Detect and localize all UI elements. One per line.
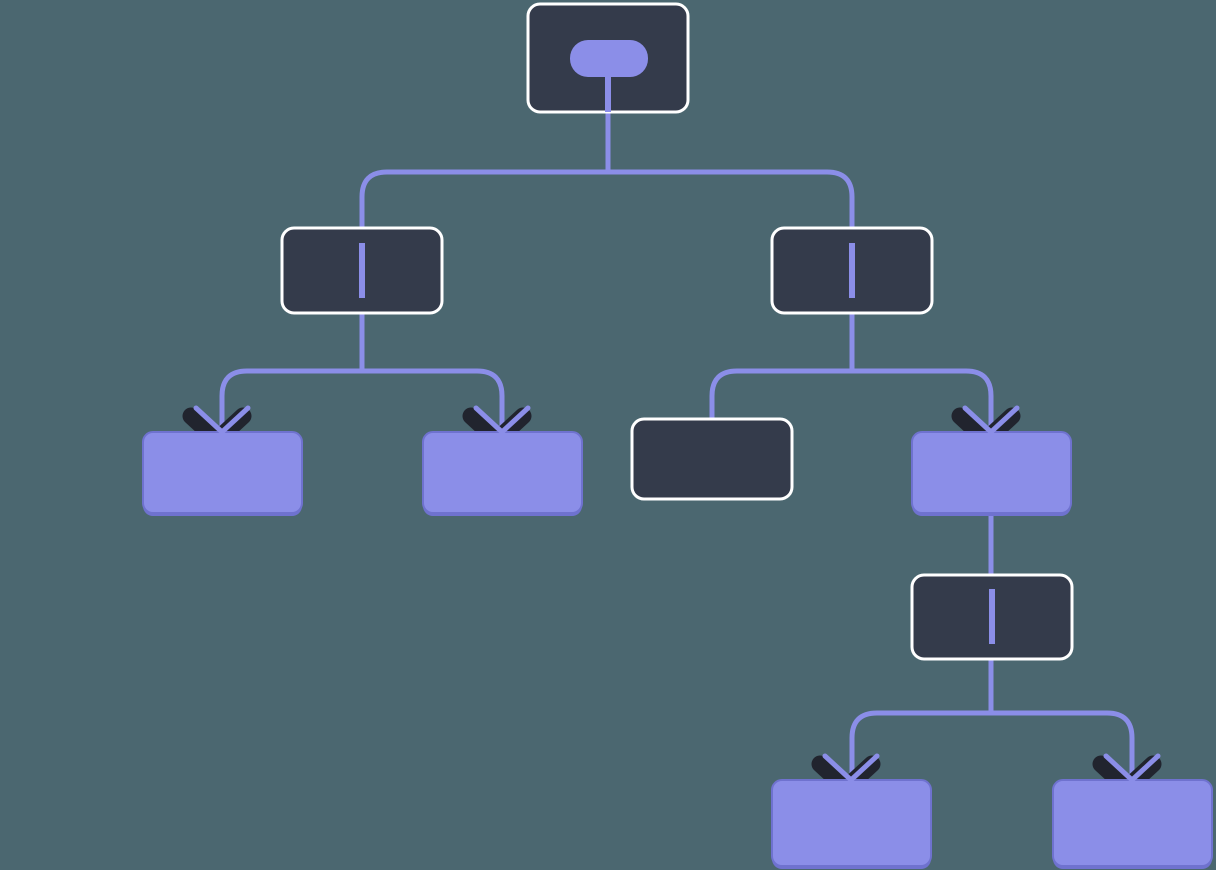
leaf-node-3[interactable]	[771, 779, 932, 869]
leaf-node-4[interactable]	[1052, 779, 1213, 869]
connector-right-to-purple-node	[849, 368, 994, 435]
empty-dark-node[interactable]	[630, 417, 794, 501]
node-inner-connector-line	[849, 243, 855, 298]
node-body[interactable]	[422, 431, 583, 514]
arrowhead-icon	[1103, 753, 1161, 783]
sub-branch-node[interactable]	[910, 573, 1074, 661]
root-node[interactable]	[526, 2, 690, 114]
node-pill-badge[interactable]	[570, 40, 648, 77]
arrowhead-layer	[193, 405, 1161, 783]
arrowhead-icon	[193, 405, 251, 435]
node-inner-stem	[605, 77, 611, 112]
arrowhead-icon	[822, 753, 880, 783]
node-body[interactable]	[142, 431, 303, 514]
connector-root-to-right-branch	[605, 169, 855, 246]
node-body[interactable]	[1052, 779, 1213, 867]
leaf-node-2[interactable]	[422, 431, 583, 516]
node-body[interactable]	[771, 779, 932, 867]
connector-left-to-leaf-1	[219, 368, 365, 435]
connector-root-to-left-branch	[359, 169, 611, 246]
node-body[interactable]	[630, 417, 794, 501]
arrowhead-icon	[962, 405, 1020, 435]
node-inner-connector-line	[359, 243, 365, 298]
node-layer	[142, 2, 1213, 869]
node-body[interactable]	[911, 431, 1072, 514]
leaf-node-1[interactable]	[142, 431, 303, 516]
connector-sub-to-leaf-4	[988, 710, 1135, 783]
connector-left-to-leaf-2	[359, 368, 505, 435]
connector-sub-to-leaf-3	[849, 710, 994, 783]
branch-node-left[interactable]	[280, 226, 444, 315]
expandable-purple-node[interactable]	[911, 431, 1072, 516]
node-inner-connector-line	[989, 589, 995, 644]
arrowhead-icon	[473, 405, 531, 435]
branch-node-right[interactable]	[770, 226, 934, 315]
connector-right-to-empty-node	[709, 368, 855, 424]
